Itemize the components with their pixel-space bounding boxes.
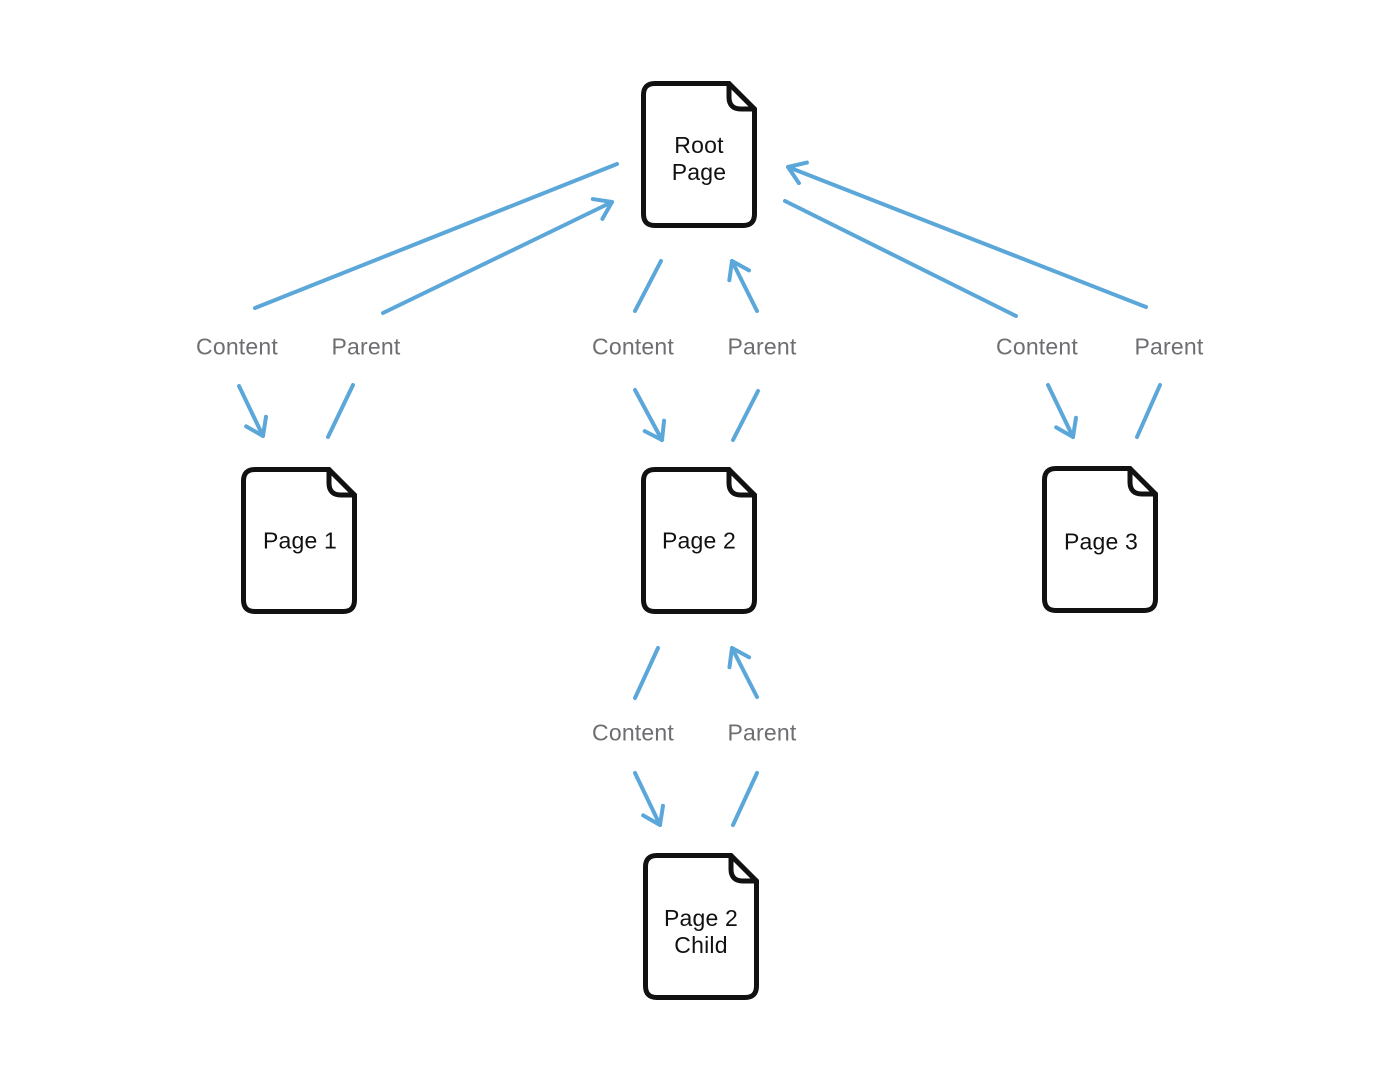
node-label-page-2-child: Page 2 Child xyxy=(664,905,738,959)
node-label-page-3: Page 3 xyxy=(1064,529,1138,556)
edge-child-page2-parent-arrow xyxy=(727,646,759,699)
edge-label-parent-page1-root: Parent xyxy=(331,333,401,360)
node-label-line: Page 2 xyxy=(661,527,737,554)
node-label-line: Root xyxy=(674,132,724,158)
edge-root-page2-content-upper-line xyxy=(633,259,663,313)
edge-label-parent-page2-root: Parent xyxy=(727,333,797,360)
node-label-line: Page 3 xyxy=(1063,528,1139,555)
edge-root-page2-content-arrow xyxy=(633,388,667,442)
node-label-line: Page 2 xyxy=(663,905,739,931)
edge-page1-root-parent-lower-line xyxy=(326,383,355,439)
edge-label-parent-page3-root: Parent xyxy=(1134,333,1204,360)
edge-root-page1-content-upper-line xyxy=(253,162,619,310)
edge-root-page3-content-upper-line xyxy=(783,199,1018,318)
edge-page2-root-parent-lower-line xyxy=(731,389,760,442)
edge-label-content-root-page1: Content xyxy=(196,333,278,360)
edge-page3-root-parent-lower-line xyxy=(1135,383,1162,439)
node-label-page-1: Page 1 xyxy=(263,528,337,555)
node-label-line: Page xyxy=(671,159,727,185)
edge-page2-child-content-upper-line xyxy=(633,646,660,700)
edge-label-parent-child-page2: Parent xyxy=(727,719,797,746)
node-label-line: Page 1 xyxy=(262,527,338,554)
node-label-page-2: Page 2 xyxy=(662,528,736,555)
edge-label-content-root-page2: Content xyxy=(592,333,674,360)
edge-root-page1-content-arrow xyxy=(237,384,268,438)
edge-page3-root-parent-arrow xyxy=(786,160,1148,309)
edge-page1-root-parent-arrow xyxy=(381,197,614,315)
edge-page2-root-parent-arrow xyxy=(727,259,759,313)
edge-label-content-root-page3: Content xyxy=(996,333,1078,360)
node-label-root-page: Root Page xyxy=(672,132,727,186)
edge-label-content-page2-child: Content xyxy=(592,719,674,746)
edge-child-page2-parent-lower-line xyxy=(731,771,759,827)
node-label-line: Child xyxy=(674,932,728,958)
edge-root-page3-content-arrow xyxy=(1046,383,1078,439)
edge-page2-child-content-arrow xyxy=(633,771,665,827)
